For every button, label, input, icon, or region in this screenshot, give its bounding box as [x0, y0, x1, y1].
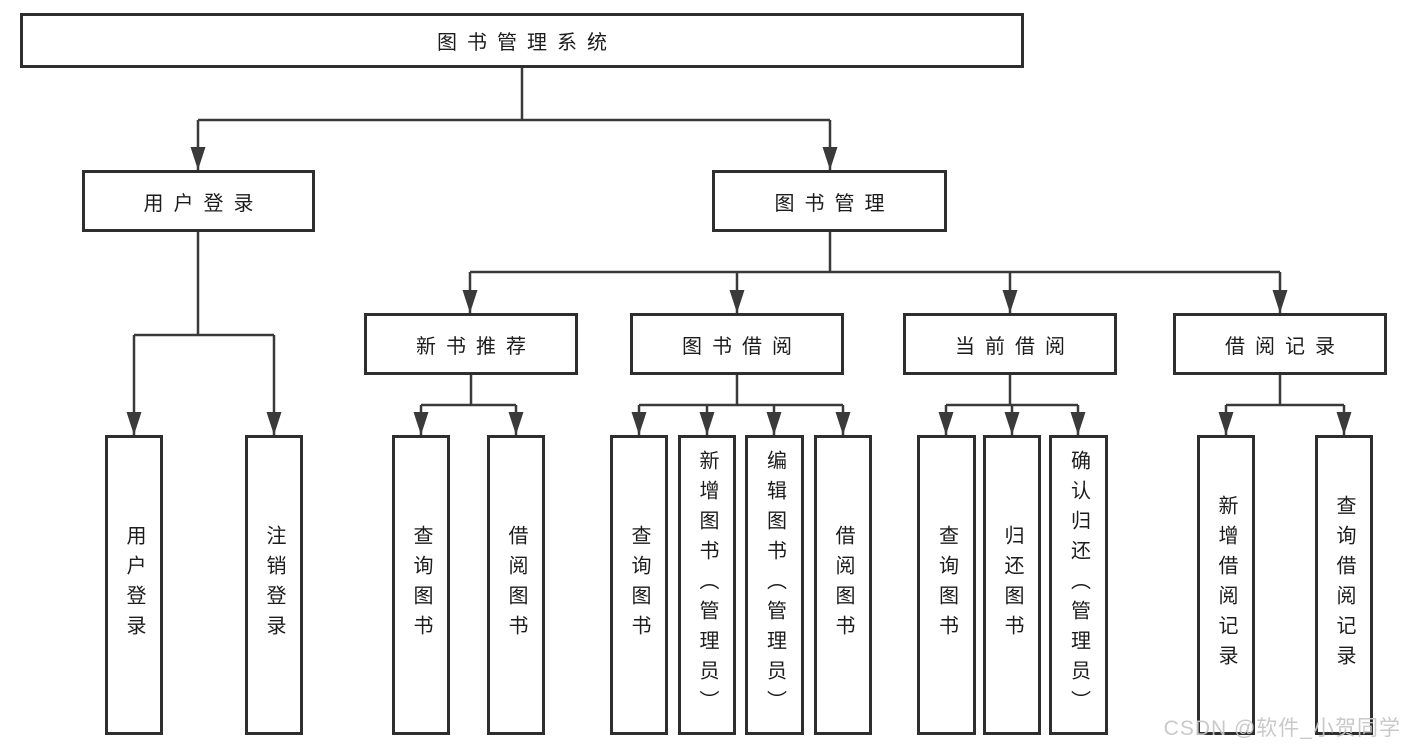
node-new-book-recommendation: 新书推荐: [364, 313, 578, 375]
leaf-borrow-books-recommend-label: 借阅图书: [505, 525, 527, 645]
leaf-borrow-books-recommend: 借阅图书: [487, 435, 545, 735]
leaf-query-books-current-label: 查询图书: [935, 525, 958, 645]
node-book-borrowing: 图书借阅: [630, 313, 844, 375]
leaf-confirm-return-admin: 确认归还（管理员）: [1049, 435, 1108, 735]
leaf-edit-book-admin-label: 编辑图书（管理员）: [763, 450, 786, 720]
leaf-borrow-books-borrowing-label: 借阅图书: [832, 525, 854, 645]
leaf-add-borrow-record-label: 新增借阅记录: [1215, 495, 1237, 675]
leaf-query-books-borrowing-label: 查询图书: [628, 525, 650, 645]
leaf-query-books-borrowing: 查询图书: [610, 435, 668, 735]
leaf-user-login: 用户登录: [105, 435, 163, 735]
leaf-logout-label: 注销登录: [263, 525, 285, 645]
connector-book-management-children: [462, 232, 1288, 313]
leaf-query-books-recommend-label: 查询图书: [410, 525, 432, 645]
leaf-return-books: 归还图书: [983, 435, 1041, 735]
node-library-management-system: 图书管理系统: [20, 13, 1024, 68]
leaf-user-login-label: 用户登录: [123, 525, 145, 645]
leaf-query-books-recommend: 查询图书: [392, 435, 450, 735]
leaf-logout: 注销登录: [245, 435, 303, 735]
leaf-return-books-label: 归还图书: [1001, 525, 1023, 645]
connector-root-to-level2: [190, 68, 838, 170]
leaf-borrow-books-borrowing: 借阅图书: [814, 435, 872, 735]
node-book-management: 图书管理: [712, 170, 947, 232]
leaf-query-borrow-record-label: 查询借阅记录: [1333, 495, 1355, 675]
leaf-edit-book-admin: 编辑图书（管理员）: [745, 435, 804, 735]
leaf-confirm-return-admin-label: 确认归还（管理员）: [1067, 450, 1090, 720]
leaf-query-borrow-record: 查询借阅记录: [1315, 435, 1373, 735]
connector-user-login-children: [126, 232, 282, 435]
connector-new-book-children: [413, 375, 524, 435]
leaf-add-borrow-record: 新增借阅记录: [1197, 435, 1255, 735]
leaf-query-books-current: 查询图书: [917, 435, 976, 735]
leaf-add-book-admin: 新增图书（管理员）: [678, 435, 736, 735]
node-user-login: 用户登录: [82, 170, 315, 232]
connector-borrowing-records-children: [1218, 375, 1352, 435]
connector-current-borrowing-children: [938, 375, 1086, 435]
watermark-text: CSDN @软件_小贺同学: [1163, 717, 1401, 740]
node-current-borrowing: 当前借阅: [903, 313, 1117, 375]
connector-book-borrowing-children: [631, 375, 851, 435]
leaf-add-book-admin-label: 新增图书（管理员）: [696, 450, 718, 720]
node-borrowing-records: 借阅记录: [1173, 313, 1387, 375]
